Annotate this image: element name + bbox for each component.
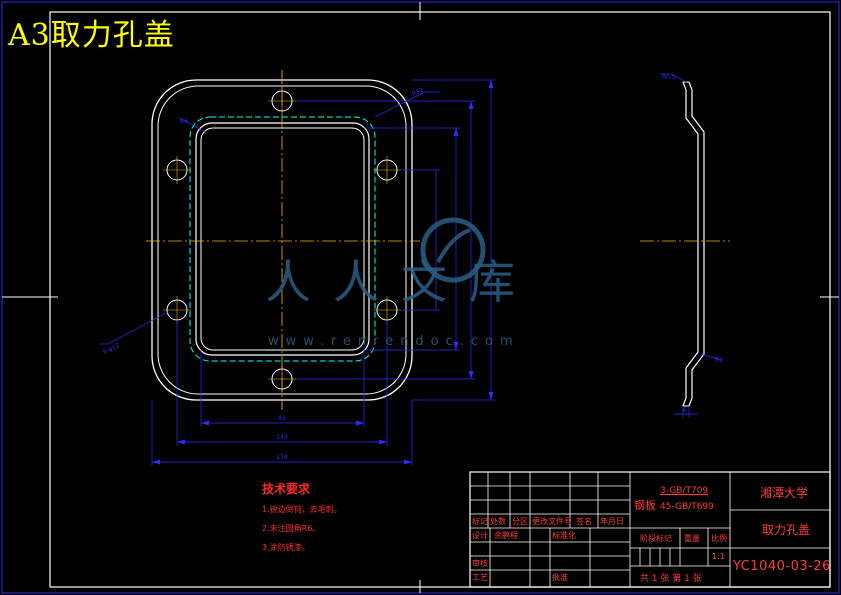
watermark-url: www.renrendoc.com bbox=[268, 334, 520, 349]
dim-edge-radius: R32 bbox=[411, 86, 425, 97]
watermark-ring-icon bbox=[420, 217, 486, 283]
tb-scale-header: 比例 bbox=[711, 534, 727, 543]
tb-header-count: 处数 bbox=[490, 517, 506, 526]
tb-review-label: 审核 bbox=[472, 559, 488, 568]
tb-standardize-label: 标准化 bbox=[552, 531, 576, 540]
watermark-brand: 人人文库 bbox=[265, 255, 537, 309]
technical-requirement-item: 3.涂防锈漆。 bbox=[262, 543, 310, 552]
watermark-swoosh-icon bbox=[436, 228, 471, 263]
technical-requirement-item: 2.未注圆角R6。 bbox=[262, 524, 321, 533]
hidden-flange-line bbox=[189, 116, 376, 362]
dim-corner-radius: R6 bbox=[180, 118, 188, 125]
tb-material-label: 钢板 bbox=[634, 499, 656, 512]
title-block-grid bbox=[469, 471, 831, 588]
side-profile-inner bbox=[688, 81, 705, 407]
tb-header-signature: 签名 bbox=[576, 517, 592, 526]
dim-width-inner: 91 bbox=[278, 415, 286, 422]
side-dimension-lines bbox=[660, 73, 723, 418]
hole-centermarks bbox=[163, 87, 401, 393]
side-dim-bottom: R2 bbox=[715, 357, 723, 364]
tb-drawing-number: YC1040-03-26 bbox=[733, 559, 831, 574]
dim-width-holes: 143 bbox=[276, 434, 288, 441]
sheet-title: A3取力孔盖 bbox=[8, 18, 175, 53]
tb-header-zone: 分区 bbox=[512, 517, 528, 526]
dimension-lines bbox=[100, 79, 495, 466]
plate-inner-edge-2 bbox=[200, 127, 365, 351]
tb-weight-header: 重量 bbox=[684, 534, 700, 543]
side-dim-thickness: 6 bbox=[683, 407, 687, 414]
side-dim-top: R0.5 bbox=[662, 74, 676, 81]
sheet-inner-border bbox=[49, 11, 831, 588]
dim-width-outer: 174 bbox=[276, 454, 288, 461]
tb-part-name: 取力孔盖 bbox=[762, 523, 811, 537]
tb-process-label: 工艺 bbox=[472, 573, 488, 582]
side-profile-outer bbox=[682, 81, 699, 407]
tb-designer-name: 余鹏程 bbox=[494, 531, 518, 540]
technical-requirement-item: 1.锐边倒钝，去毛刺。 bbox=[262, 505, 342, 514]
tb-material-line1: 3-GB/T709 bbox=[660, 486, 709, 496]
plate-inner-edge bbox=[195, 122, 370, 356]
tb-designer-label: 设计 bbox=[472, 531, 488, 540]
side-view: 6 R0.5 R2 bbox=[640, 73, 730, 418]
tb-stage-header: 阶段标记 bbox=[640, 534, 672, 543]
tb-material-line2: 45-GB/T699 bbox=[660, 502, 714, 512]
tb-header-mark: 标记 bbox=[472, 517, 488, 526]
technical-requirements-title: 技术要求 bbox=[262, 482, 311, 496]
tb-sheet-info: 共 1 张 第 1 张 bbox=[640, 574, 702, 584]
tb-approve-label: 批准 bbox=[552, 573, 568, 582]
dimension-arrows bbox=[152, 80, 494, 465]
tb-header-change-doc: 更改文件号 bbox=[532, 517, 572, 526]
watermark-logo bbox=[420, 217, 486, 283]
tb-school: 湘潭大学 bbox=[760, 486, 809, 500]
plate-outer-edge-2 bbox=[157, 85, 407, 395]
front-view: 174 143 91 R6 R32 6-φ12 bbox=[100, 70, 495, 466]
tb-header-date: 年月日 bbox=[600, 517, 624, 526]
tb-scale-value: 1:1 bbox=[712, 552, 725, 561]
